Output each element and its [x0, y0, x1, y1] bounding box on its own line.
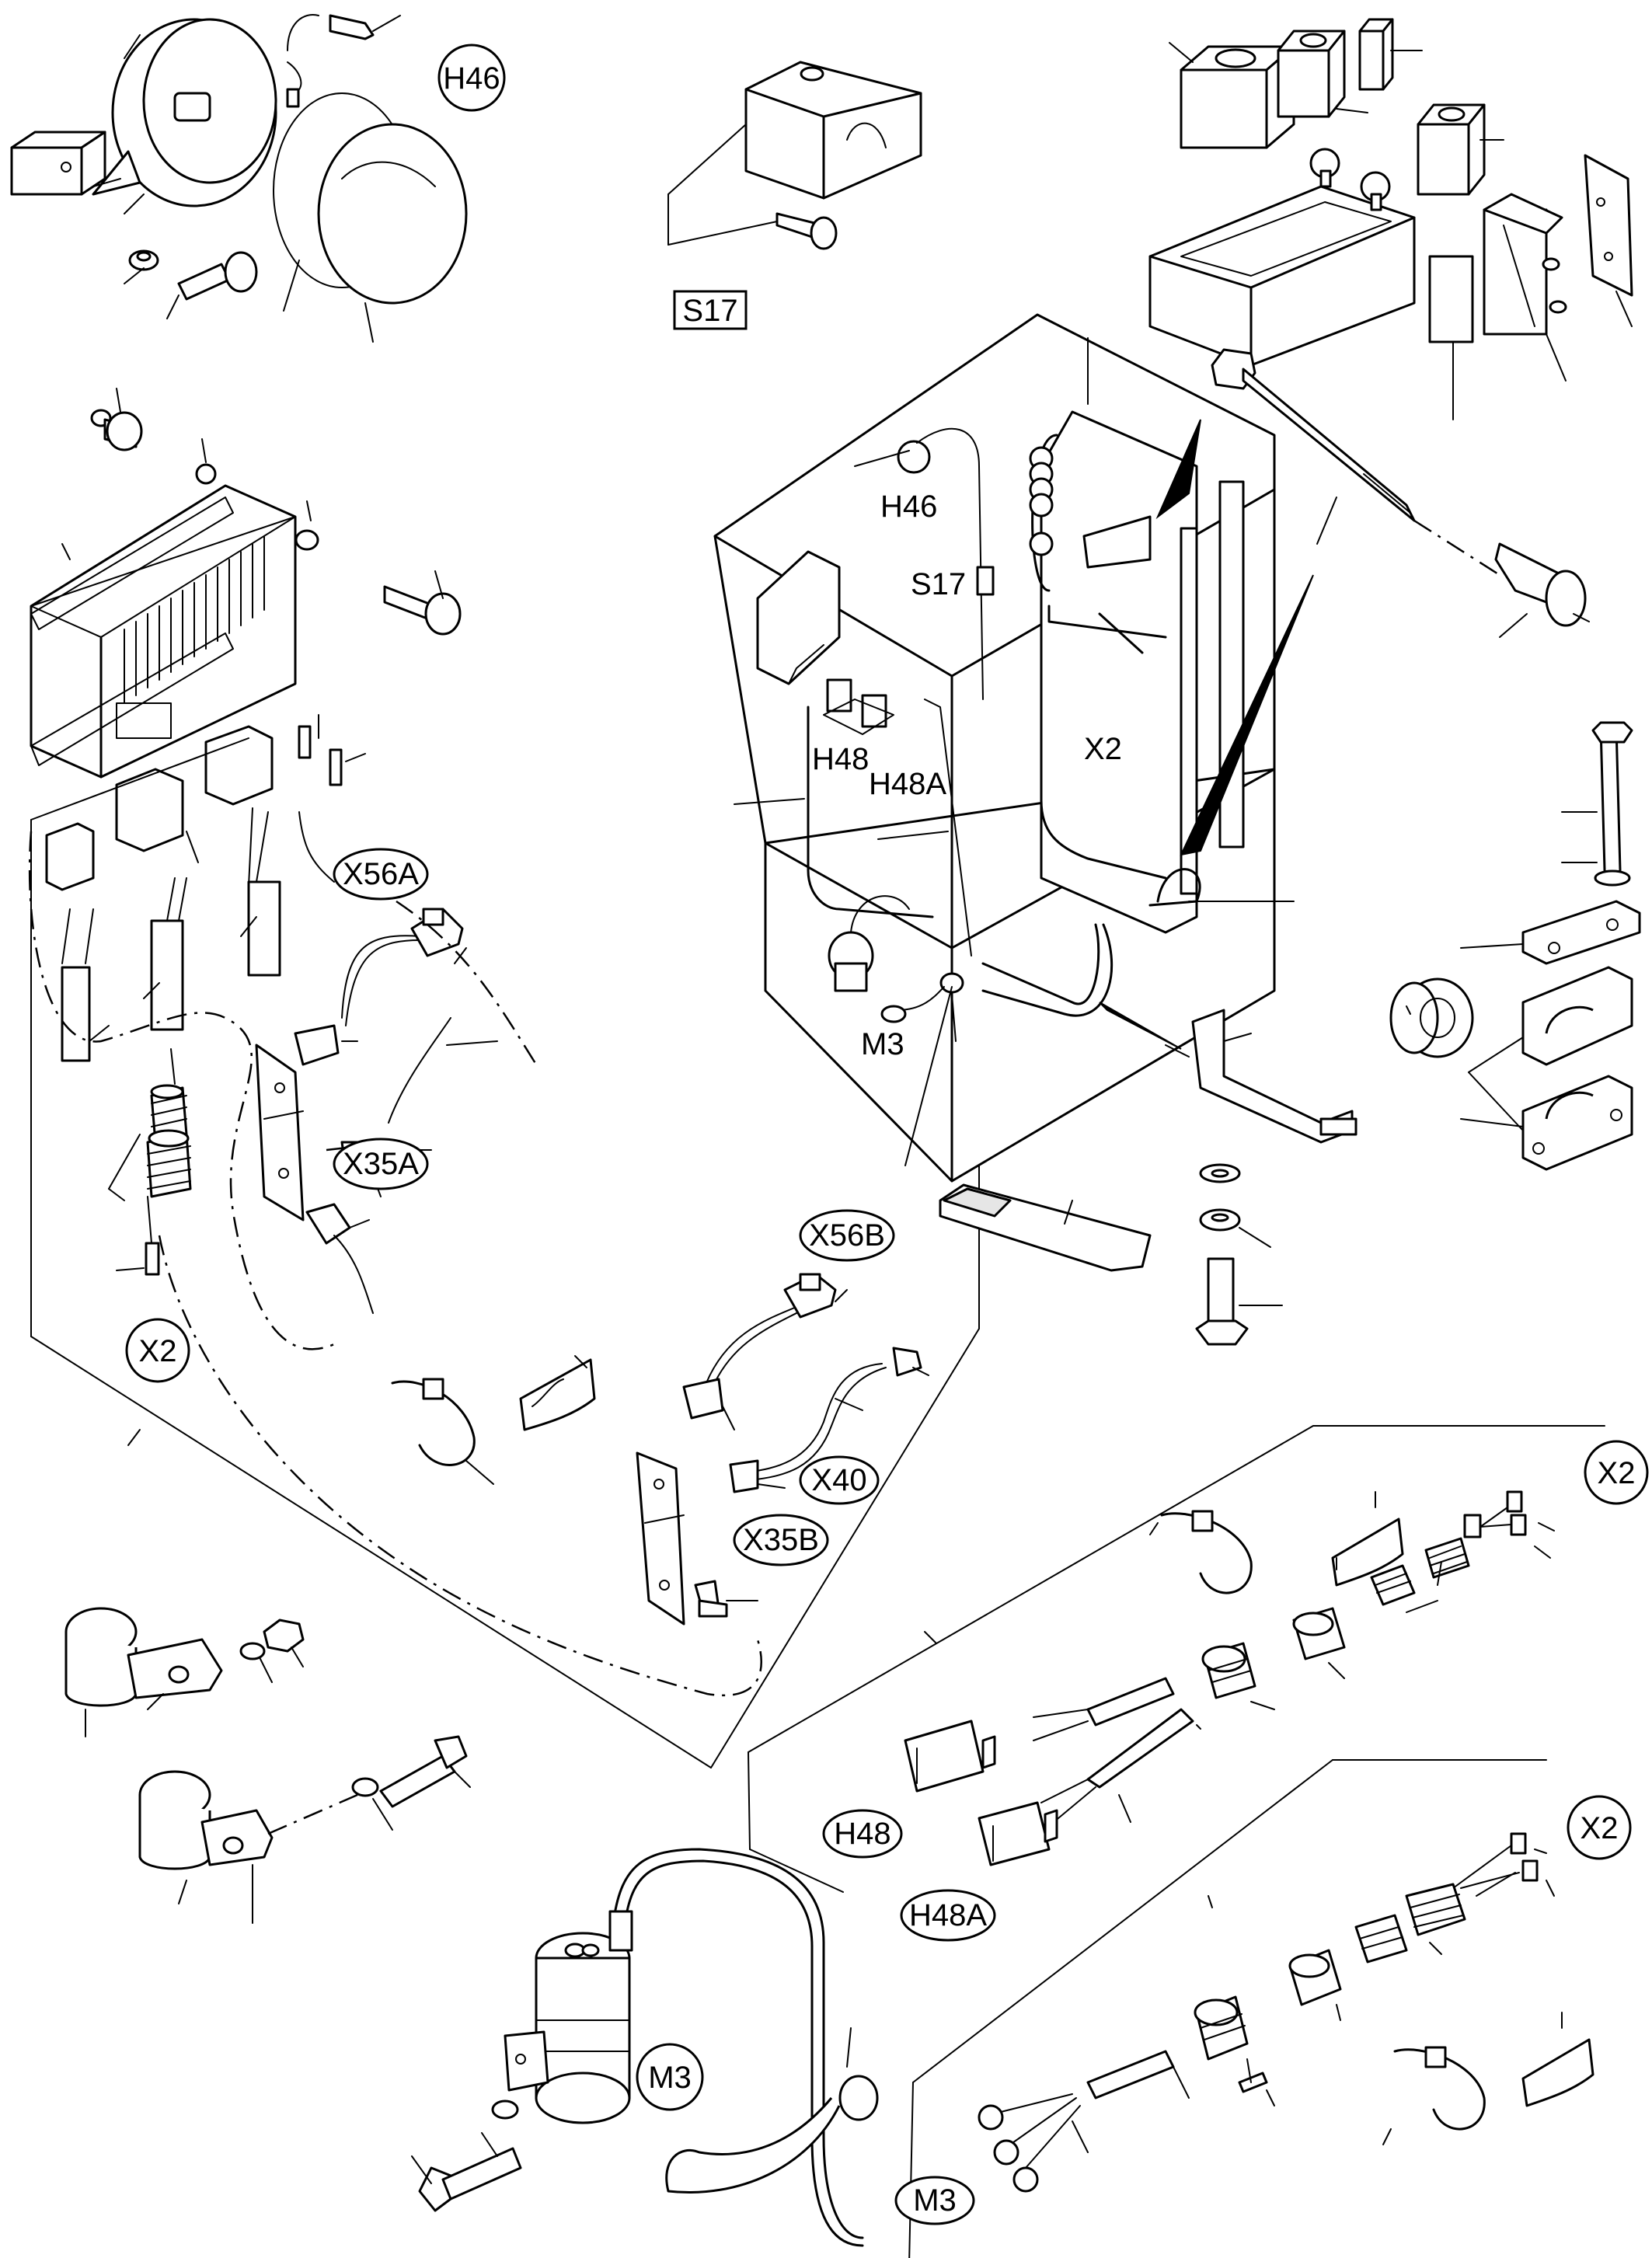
s17-label: S17 — [682, 294, 737, 328]
x2-left-label: X2 — [139, 1334, 177, 1368]
clamp-assembly-right — [1389, 721, 1641, 1171]
battery-block-parts — [1087, 18, 1633, 420]
h48-conn-label: H48 — [834, 1817, 890, 1851]
left-kit-frame — [30, 737, 980, 1768]
h46-label: H46 — [443, 61, 500, 96]
x40-label: X40 — [811, 1463, 866, 1497]
z-bracket-and-bolt — [1165, 1009, 1357, 1346]
pointer-wedge — [1180, 574, 1314, 856]
h48-tank-label: H48 — [812, 742, 869, 776]
cable-glands-left — [108, 1048, 192, 1276]
x2-right-top-label-bubble — [1584, 1440, 1649, 1505]
tank-enclosure — [713, 313, 1276, 1183]
long-bolt — [1211, 348, 1590, 638]
h46-label-bubble — [437, 44, 506, 112]
x56a-label: X56A — [343, 857, 419, 891]
horn-assembly — [10, 14, 468, 343]
control-unit — [30, 388, 462, 1062]
x35a-label-bubble — [333, 1138, 429, 1190]
m3-pump-label-bubble — [636, 2043, 704, 2111]
pointer-wedge — [1099, 1002, 1182, 1050]
s17-label-box — [673, 290, 748, 330]
m3-conn-label-bubble — [894, 2176, 975, 2225]
x2-tank-label: X2 — [1084, 732, 1122, 766]
right-kit-frame-upper — [748, 1425, 1605, 1893]
x2-right-top-label: X2 — [1598, 1456, 1636, 1490]
x56b-label-bubble — [799, 1209, 895, 1262]
x2-left-label-bubble — [125, 1318, 190, 1383]
h48a-conn-label-bubble — [900, 1889, 996, 1942]
heat-sink-fins — [124, 535, 265, 704]
dashed-wire-run — [396, 900, 538, 1065]
x35a-label: X35A — [343, 1147, 419, 1181]
m3-conn-label: M3 — [913, 2183, 957, 2218]
m3-tank-label: M3 — [861, 1027, 904, 1061]
pump-m3 — [411, 1848, 879, 2247]
right-kit-frame-lower — [908, 1759, 1547, 2258]
p-clamp-upper — [64, 1607, 305, 1737]
x35b-label-bubble — [733, 1514, 829, 1566]
h48a-tank-label: H48A — [869, 767, 946, 801]
p-clamp-lower — [138, 1735, 471, 1924]
x2-right-bottom-label: X2 — [1581, 1811, 1619, 1845]
x40-label-bubble — [799, 1455, 880, 1505]
pointer-wedge — [1155, 419, 1201, 520]
switch-box-s17 — [667, 61, 922, 250]
x56a-label-bubble — [333, 848, 429, 901]
h48-conn-label-bubble — [822, 1809, 903, 1859]
kit-h48-parts — [904, 1490, 1555, 1866]
kit-m3-parts — [978, 1832, 1594, 2193]
x2-right-bottom-label-bubble — [1567, 1795, 1632, 1860]
hose-strip — [939, 1183, 1152, 1272]
x35b-label: X35B — [743, 1523, 819, 1557]
m3-pump-label: M3 — [648, 2061, 692, 2095]
harness-x56b-x35b — [636, 1273, 929, 1626]
dashed-wire-run — [158, 1235, 762, 1697]
harness-x56a-x35a — [255, 908, 498, 1314]
cable-tie-left — [391, 1355, 596, 1485]
h48a-conn-label: H48A — [909, 1898, 987, 1932]
h46-tank-label: H46 — [880, 490, 937, 524]
s17-tank-label: S17 — [911, 567, 966, 601]
x56b-label: X56B — [809, 1218, 885, 1253]
